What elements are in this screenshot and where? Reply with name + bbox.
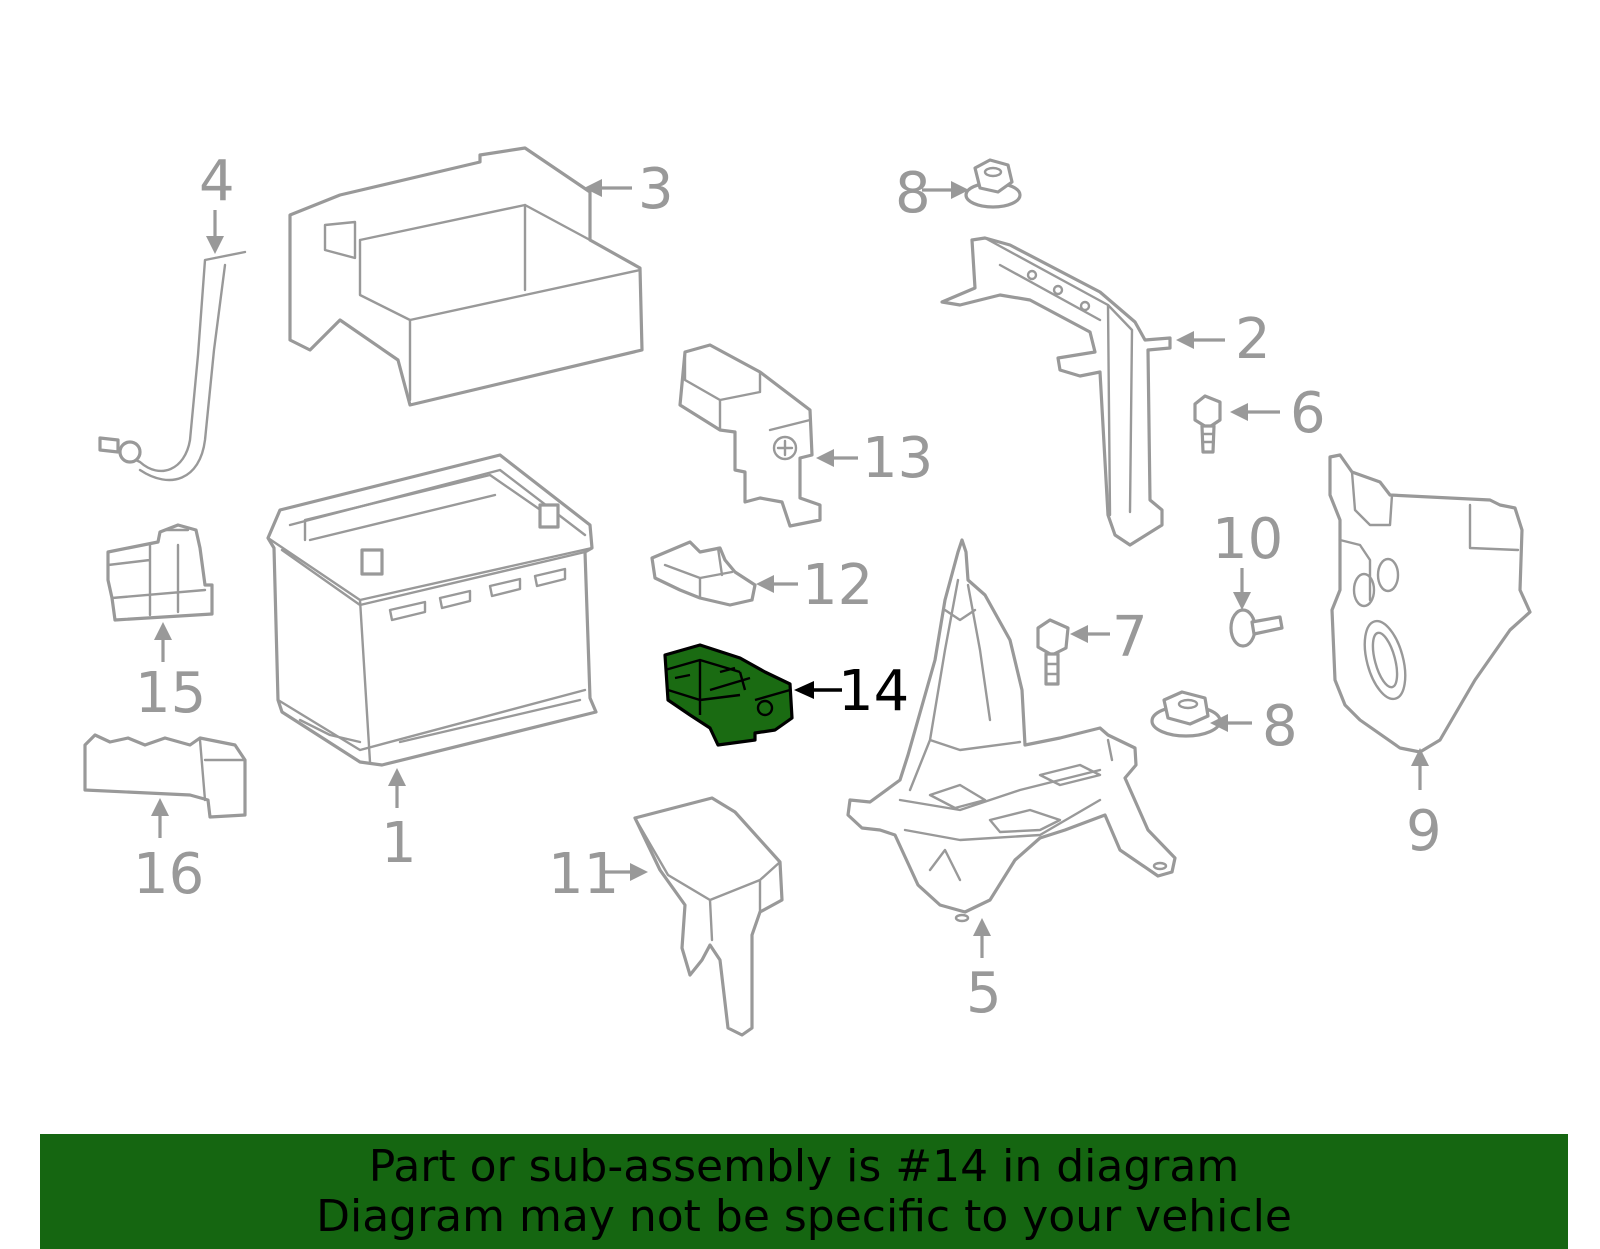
banner-line-1: Part or sub-assembly is #14 in diagram — [368, 1141, 1240, 1192]
callout-4: 4 — [199, 149, 235, 214]
part-1-battery — [266, 453, 598, 767]
part-5-battery-tray — [846, 538, 1177, 923]
part-14-terminal-block — [663, 643, 794, 747]
callout-labels: 4 3 8 2 6 13 10 12 7 8 15 16 1 9 11 5 14 — [133, 149, 1442, 1026]
part-11-tray-extension — [633, 796, 784, 1037]
callout-8-bottom: 8 — [1262, 694, 1298, 759]
callout-16: 16 — [133, 842, 204, 907]
callout-15: 15 — [135, 661, 206, 726]
part-13-hold-down — [678, 343, 822, 528]
callout-1: 1 — [381, 811, 417, 876]
callout-arrows — [151, 179, 1429, 958]
part-7-bolt — [1036, 618, 1070, 686]
part-15-connector — [106, 523, 214, 622]
callout-10: 10 — [1212, 507, 1283, 572]
callout-2: 2 — [1235, 307, 1271, 372]
part-6-bolt — [1193, 394, 1222, 454]
part-10-clip — [1229, 608, 1284, 648]
callout-13: 13 — [862, 426, 933, 491]
callout-12: 12 — [802, 553, 873, 618]
part-16-bracket — [83, 733, 247, 819]
part-4-cable — [98, 250, 247, 482]
part-2-stay — [940, 236, 1172, 547]
callout-3: 3 — [638, 157, 674, 222]
callout-9: 9 — [1406, 799, 1442, 864]
callout-8-top: 8 — [895, 161, 931, 226]
callout-7: 7 — [1112, 605, 1148, 670]
callout-11: 11 — [548, 842, 619, 907]
callout-5: 5 — [966, 961, 1002, 1026]
banner-line-2: Diagram may not be specific to your vehi… — [316, 1191, 1292, 1242]
part-12-clamp — [650, 540, 757, 607]
part-9-shield — [1328, 453, 1532, 754]
info-banner: Part or sub-assembly is #14 in diagram D… — [40, 1134, 1568, 1249]
part-8-nut-bottom — [1150, 690, 1222, 738]
part-3-battery-insulator — [288, 146, 644, 407]
part-8-nut-top — [964, 158, 1022, 209]
callout-6: 6 — [1290, 381, 1326, 446]
callout-14: 14 — [838, 659, 909, 724]
